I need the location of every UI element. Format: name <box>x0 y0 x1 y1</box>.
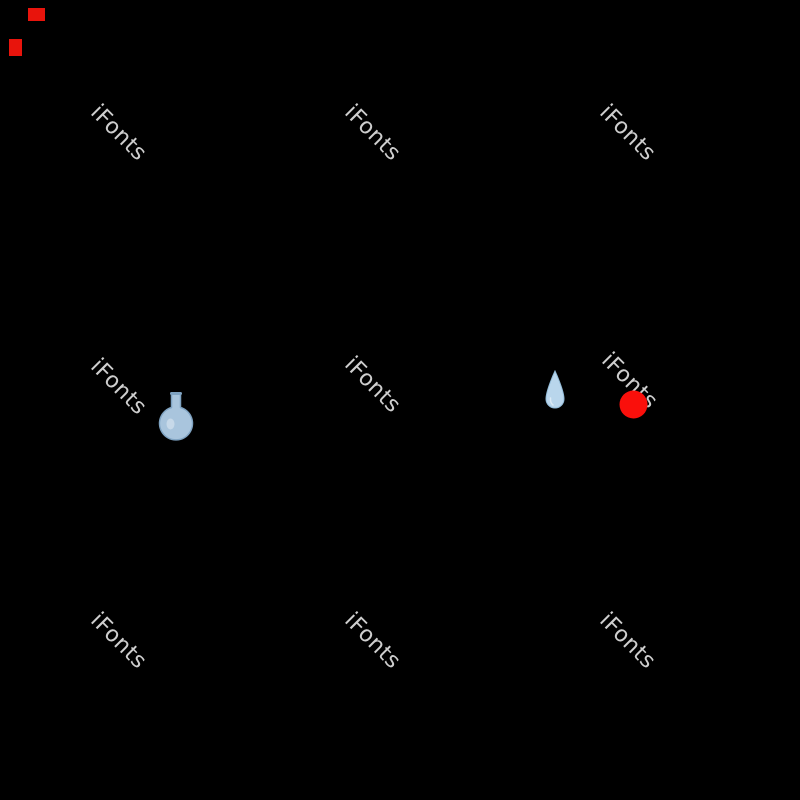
watermark-text: iFonts <box>85 100 152 167</box>
droplet-icon <box>544 370 566 412</box>
watermark-text: iFonts <box>85 354 152 421</box>
watermark-text: iFonts <box>85 608 152 675</box>
red-corner-mark-icon <box>28 8 45 21</box>
watermark-text: iFonts <box>339 608 406 675</box>
watermark-text: iFonts <box>594 100 661 167</box>
watermark-text: iFonts <box>339 352 406 419</box>
watermark-text: iFonts <box>594 608 661 675</box>
red-corner-mark-icon <box>9 39 22 56</box>
flask-icon <box>155 391 197 449</box>
red-dot-icon <box>619 390 648 419</box>
watermark-text: iFonts <box>339 100 406 167</box>
